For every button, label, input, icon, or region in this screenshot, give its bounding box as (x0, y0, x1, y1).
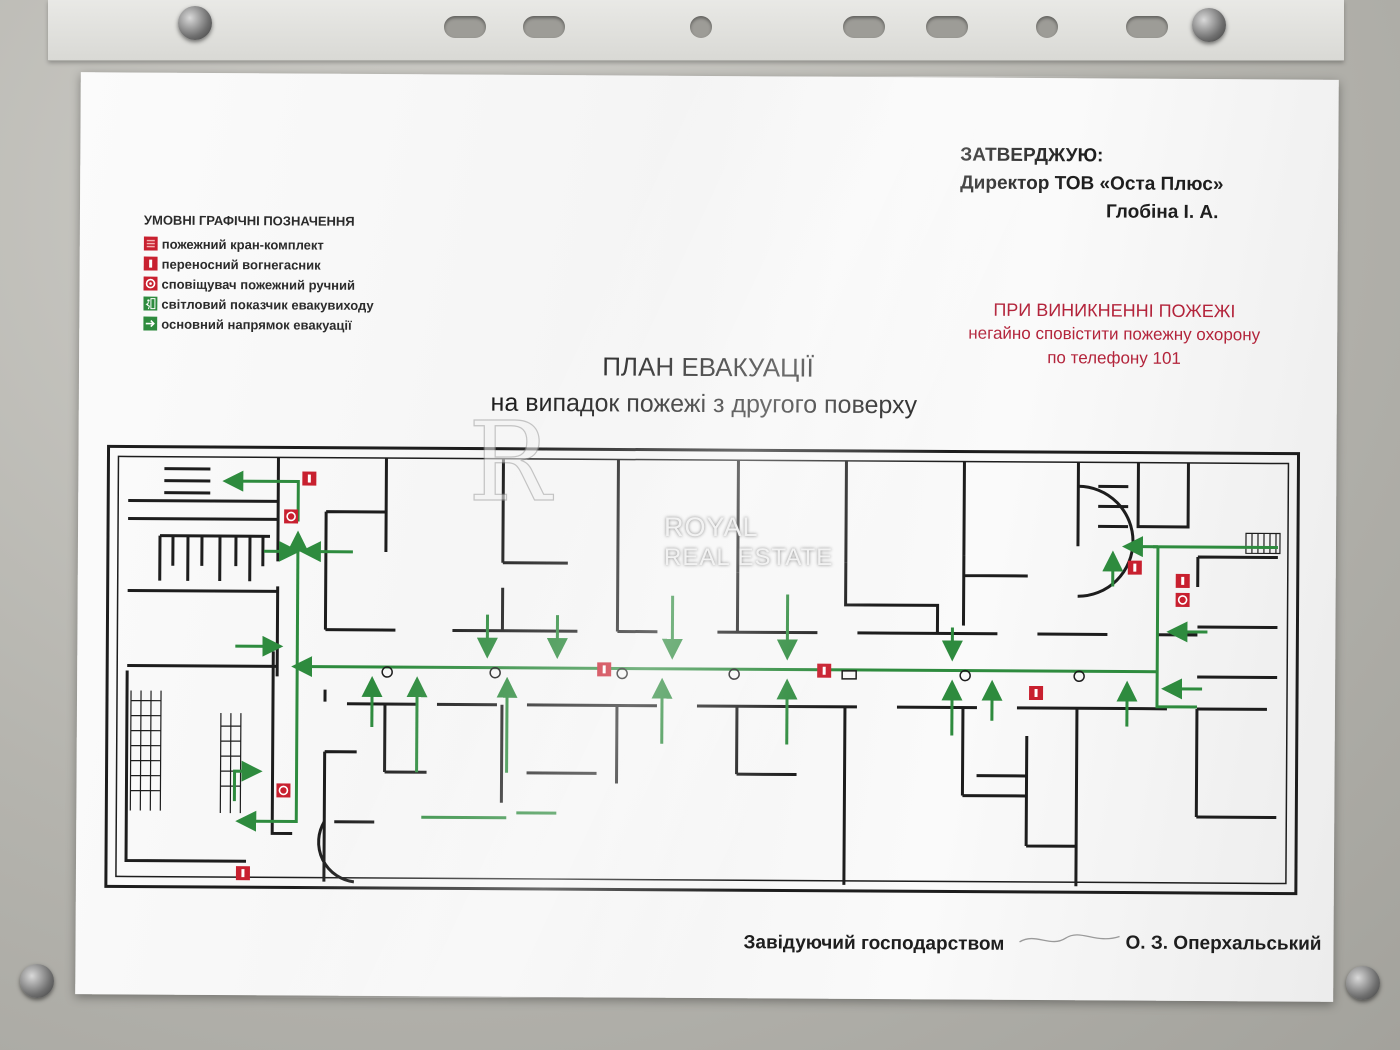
legend: УМОВНІ ГРАФІЧНІ ПОЗНАЧЕННЯ пожежний кран… (143, 213, 374, 335)
approval-line-1: ЗАТВЕРДЖУЮ: (960, 144, 1104, 167)
fire-alarm-icon (276, 509, 1190, 798)
fire-notice-line-2: негайно сповістити пожежну охорону (968, 323, 1261, 345)
fire-extinguisher-icon (235, 471, 1190, 881)
fire-alarm-icon (143, 276, 158, 291)
watermark-line-1: ROYAL (664, 512, 759, 542)
watermark-line-2: REAL ESTATE (664, 544, 834, 571)
legend-heading: УМОВНІ ГРАФІЧНІ ПОЗНАЧЕННЯ (143, 212, 355, 229)
door-arc (317, 820, 355, 884)
hydrant-marker (381, 666, 1085, 683)
legend-item: основний напрямок евакуації (143, 314, 373, 335)
approval-block: ЗАТВЕРДЖУЮ: Директор ТОВ «Оста Плюс» Гло… (960, 142, 1224, 228)
legend-item: пожежний кран-комплект (143, 234, 374, 255)
evacuation-arrow-icon (143, 316, 158, 331)
interior-walls (124, 457, 1278, 887)
sleeve-hole (843, 16, 885, 38)
sleeve-hole (1036, 16, 1058, 38)
rivet-icon (178, 6, 212, 40)
svg-text:R: R (468, 400, 554, 520)
watermark-logo: R (467, 397, 658, 526)
rivet-icon (20, 964, 54, 998)
legend-item: світловий показчик евакувиходу (143, 294, 374, 315)
exit-sign-icon (143, 296, 158, 311)
sleeve-hole (444, 16, 486, 38)
sleeve-hole (690, 16, 712, 38)
royal-logo-icon: R (467, 397, 554, 526)
plastic-sleeve-strip (48, 0, 1344, 61)
outer-walls (104, 444, 1301, 896)
fire-extinguisher-icon (143, 256, 158, 271)
sleeve-hole (926, 16, 968, 38)
signature-mark (1019, 934, 1120, 943)
sleeve-hole (523, 16, 565, 38)
fire-notice-line-1: ПРИ ВИНИКНЕННІ ПОЖЕЖІ (993, 299, 1236, 322)
legend-label: сповіщувач пожежний ручний (161, 276, 356, 293)
rivet-icon (1192, 8, 1226, 42)
staircase-icon (129, 532, 1281, 814)
evacuation-plan-sheet: ЗАТВЕРДЖУЮ: Директор ТОВ «Оста Плюс» Гло… (75, 72, 1339, 1002)
footer-role: Завідуючий господарством (743, 932, 1005, 955)
legend-label: основний напрямок евакуації (161, 316, 352, 333)
fire-hose-icon (143, 236, 158, 251)
plan-subtitle: на випадок пожежі з другого поверху (490, 388, 918, 420)
legend-item: сповіщувач пожежний ручний (143, 274, 373, 295)
plan-title: ПЛАН ЕВАКУАЦІЇ (602, 351, 814, 383)
legend-item: переносний вогнегасник (143, 254, 374, 275)
evacuation-routes (222, 470, 1278, 832)
approval-line-2: Директор ТОВ «Оста Плюс» (960, 172, 1224, 196)
floor-plan (104, 444, 1301, 896)
door-arc (1077, 484, 1135, 598)
approval-line-3: Глобіна І. А. (1105, 201, 1219, 224)
legend-label: світловий показчик евакувиходу (161, 296, 374, 313)
footer-name: О. З. Оперхальський (1125, 932, 1322, 955)
rivet-icon (1346, 966, 1380, 1000)
legend-label: пожежний кран-комплект (161, 236, 324, 253)
legend-label: переносний вогнегасник (161, 256, 321, 273)
sleeve-hole (1126, 16, 1168, 38)
